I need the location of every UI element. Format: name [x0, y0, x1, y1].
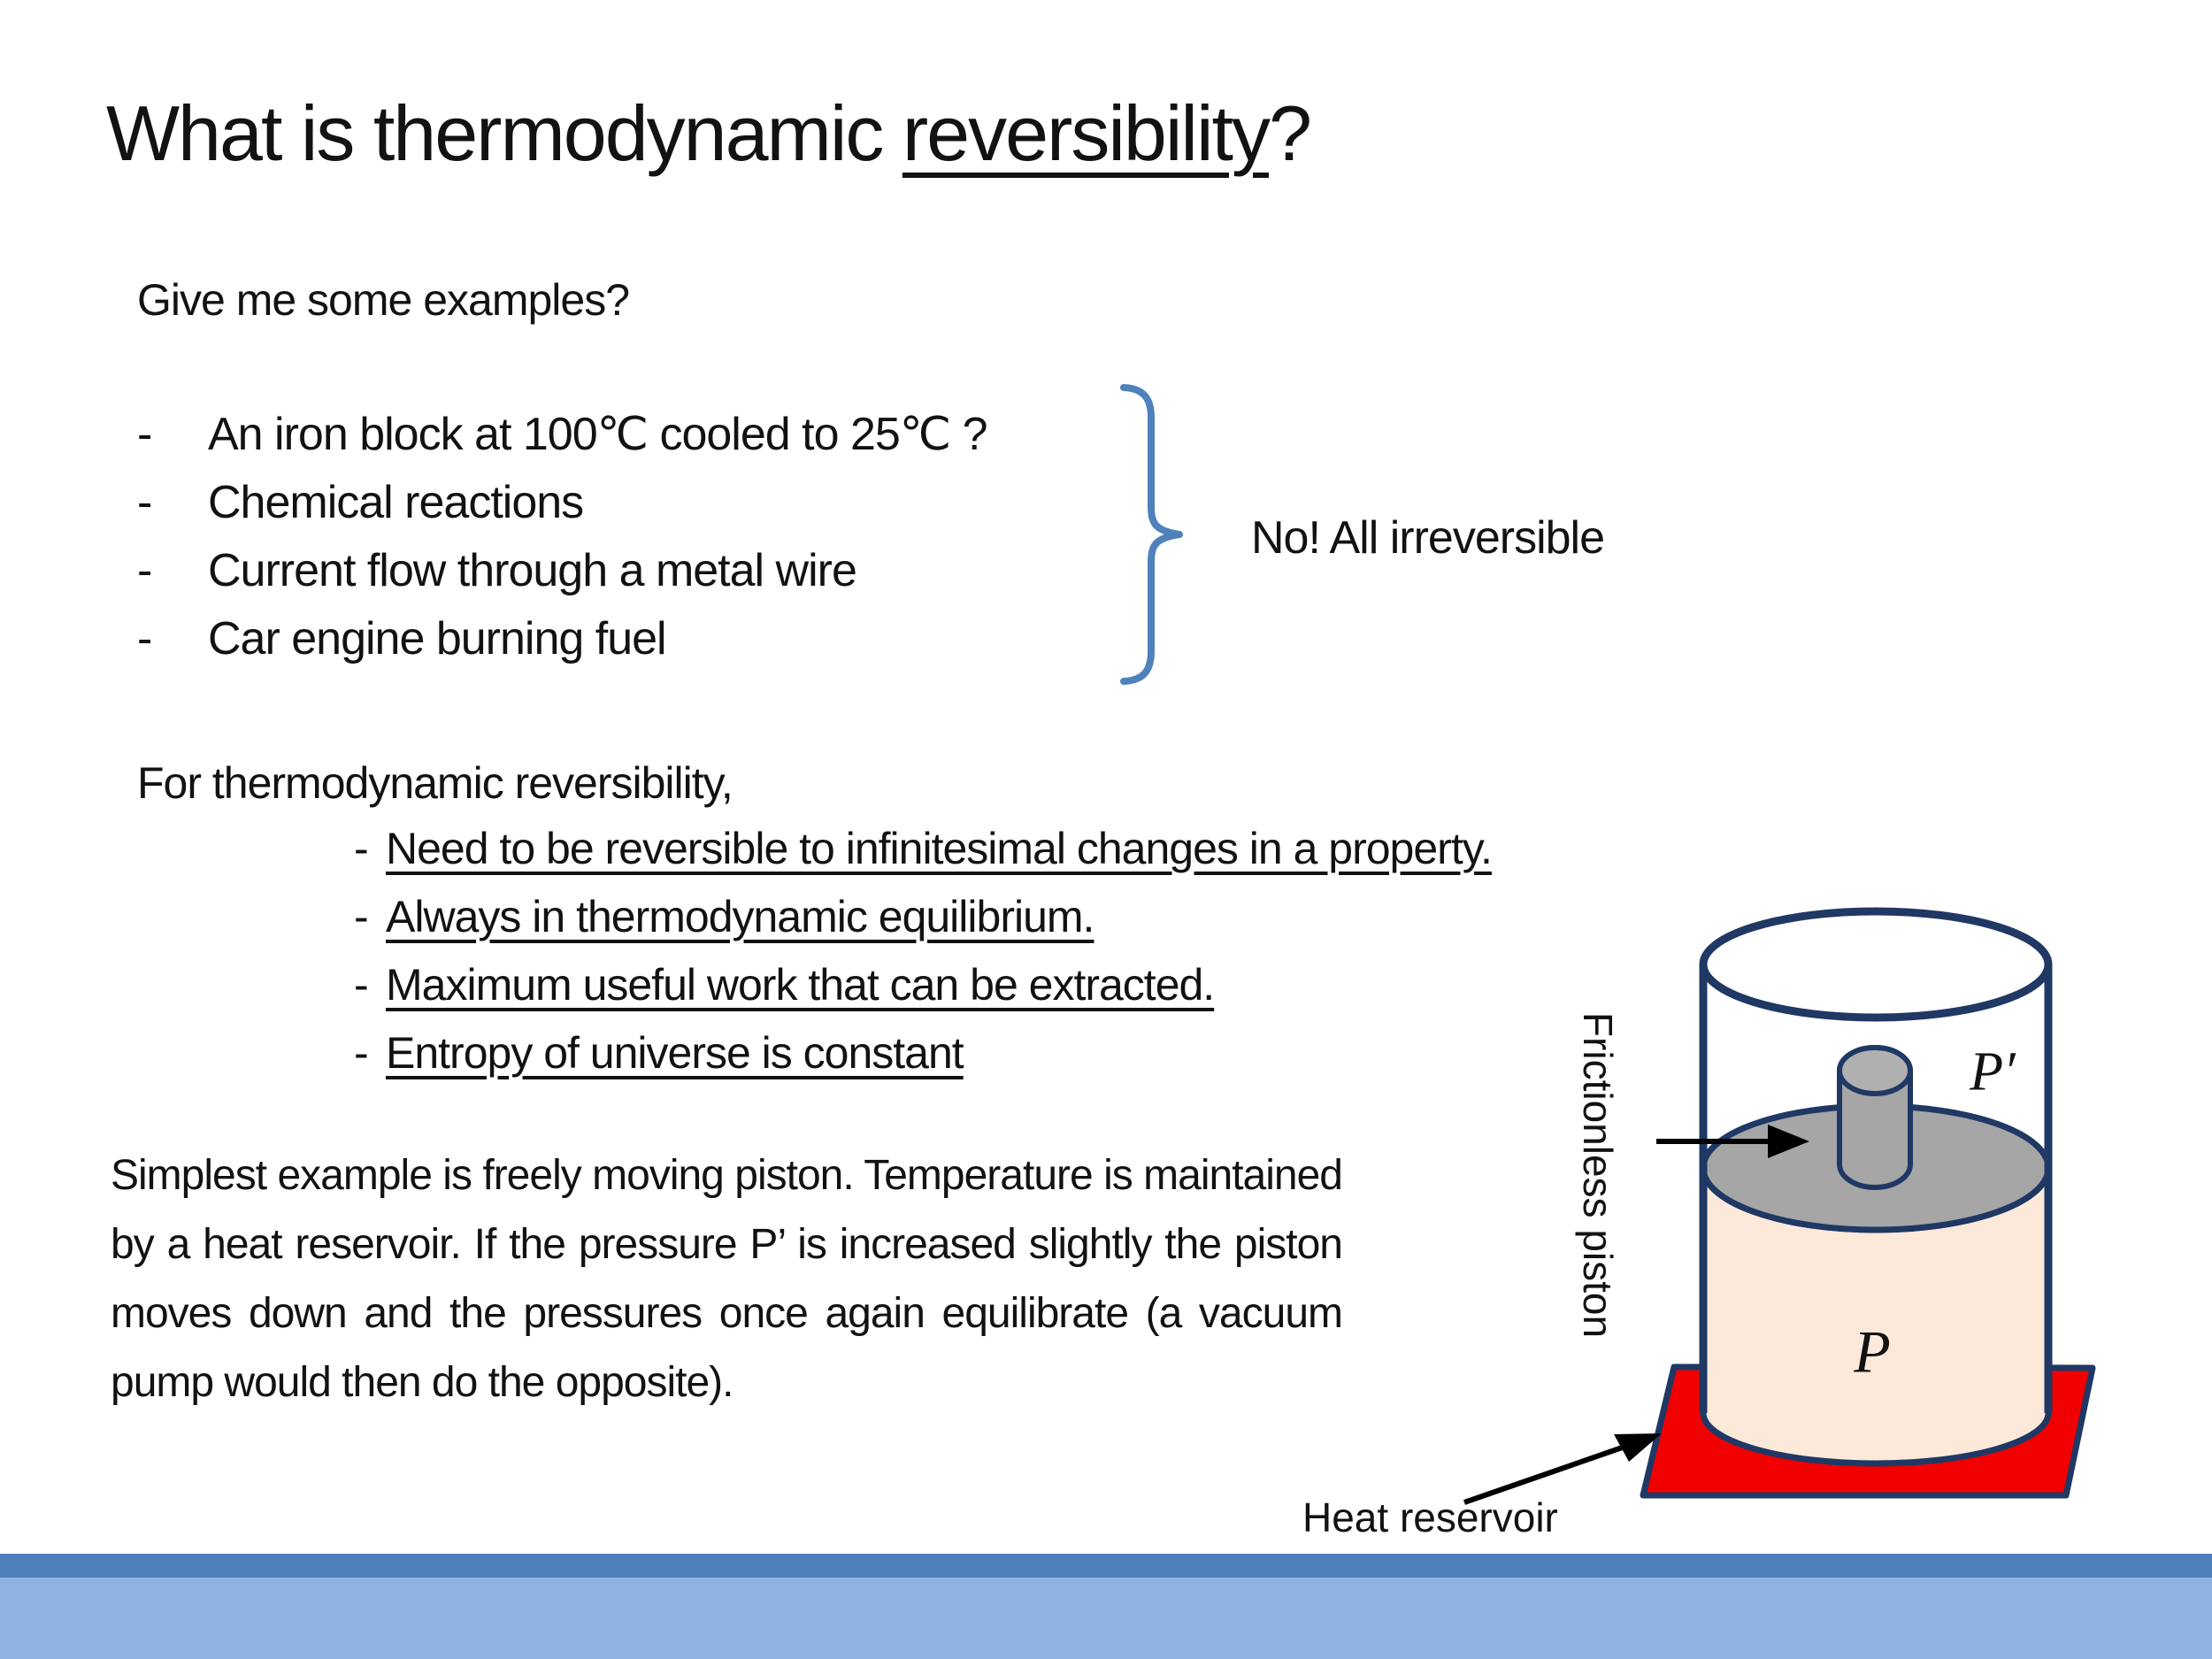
page-title: What is thermodynamic reversibility?: [106, 88, 1312, 179]
title-underlined-word: reversibility: [902, 89, 1271, 177]
curly-brace: [1120, 384, 1183, 685]
footer-band: [0, 1578, 2212, 1659]
gas-region: [1700, 1167, 2052, 1467]
list-item: - Car engine burning fuel: [137, 604, 987, 672]
bullet-dash: -: [354, 1027, 369, 1078]
conditions-intro: For thermodynamic reversibility,: [137, 758, 733, 808]
example-text: Car engine burning fuel: [208, 612, 667, 664]
example-text: Current flow through a metal wire: [208, 544, 857, 596]
list-item: - Need to be reversible to infinitesimal…: [354, 814, 1493, 882]
list-item: - Entropy of universe is constant: [354, 1018, 1492, 1087]
condition-text: Entropy of universe is constant: [386, 1027, 964, 1078]
list-item: - An iron block at 100℃ cooled to 25℃ ?: [137, 400, 988, 468]
title-prefix: What is thermodynamic: [106, 89, 902, 177]
bullet-dash: -: [354, 823, 369, 873]
bullet-dash: -: [354, 891, 369, 941]
example-text: Chemical reactions: [208, 476, 584, 528]
heat-reservoir-label: Heat reservoir: [1302, 1494, 1558, 1540]
piston-disc: [1700, 1102, 2052, 1233]
conditions-list: - Need to be reversible to infinitesimal…: [354, 814, 1493, 1087]
list-item: - Always in thermodynamic equilibrium.: [354, 882, 1492, 950]
inner-pressure-label: P: [1854, 1317, 1891, 1386]
brace-annotation: No! All irreversible: [1251, 512, 1605, 564]
condition-text: Always in thermodynamic equilibrium.: [386, 891, 1094, 941]
bullet-dash: -: [354, 959, 369, 1010]
condition-text: Need to be reversible to infinitesimal c…: [386, 823, 1493, 873]
piston-rod: [1837, 1045, 1913, 1190]
bullet-dash: -: [137, 544, 152, 596]
title-suffix: ?: [1268, 89, 1312, 177]
question-line: Give me some examples?: [137, 275, 630, 325]
piston-rod-top: [1837, 1045, 1913, 1096]
frictionless-piston-label: Frictionless piston: [1575, 1011, 1621, 1339]
list-item: - Chemical reactions: [137, 468, 987, 536]
outer-pressure-label: P′: [1970, 1041, 2016, 1102]
reservoir-arrow-head: [1614, 1433, 1662, 1462]
cylinder-top-opening: [1699, 907, 2053, 1022]
body-paragraph: Simplest example is freely moving piston…: [111, 1152, 1343, 1406]
condition-text: Maximum useful work that can be extracte…: [386, 959, 1215, 1010]
list-item: - Current flow through a metal wire: [137, 536, 987, 604]
bullet-dash: -: [137, 476, 152, 528]
examples-list: - An iron block at 100℃ cooled to 25℃ ? …: [137, 400, 988, 672]
footer-accent-bar: [0, 1554, 2212, 1578]
bullet-dash: -: [137, 612, 152, 664]
list-item: - Maximum useful work that can be extrac…: [354, 950, 1492, 1018]
piston-arrow-head: [1768, 1125, 1809, 1158]
bullet-dash: -: [137, 408, 152, 460]
example-text: An iron block at 100℃ cooled to 25℃ ?: [208, 408, 988, 460]
